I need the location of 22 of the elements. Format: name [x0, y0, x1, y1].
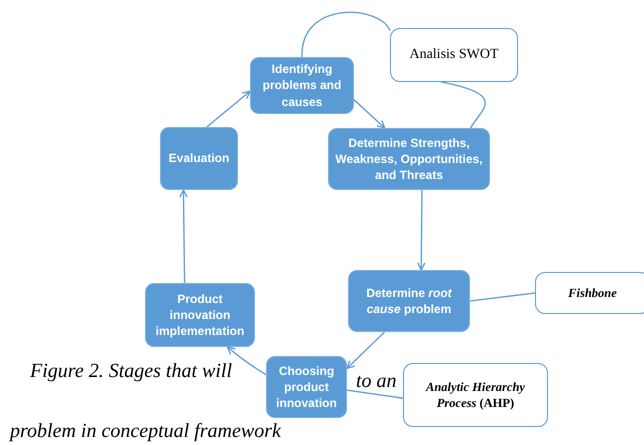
arrow — [417, 190, 426, 271]
tool-box: Analisis SWOT — [390, 28, 518, 82]
process-box: Identifying problems and causes — [250, 57, 354, 114]
figure-caption: to an — [356, 370, 397, 392]
figure-caption: problem in conceptual framework — [10, 420, 281, 442]
tool-box: Analytic Hierarchy Process (AHP) — [403, 363, 548, 427]
process-box: Determine root cause problem — [348, 270, 470, 332]
process-box: Choosing product innovation — [266, 356, 347, 418]
arrow — [206, 90, 251, 128]
connector-line — [441, 81, 486, 128]
process-box: Evaluation — [160, 127, 238, 190]
arrow — [346, 332, 386, 370]
connector-line — [301, 12, 391, 58]
connector-line — [346, 389, 404, 399]
arrow — [226, 346, 266, 376]
connector-line — [470, 292, 536, 302]
arrow — [179, 189, 188, 283]
tool-box: Fishbone — [535, 272, 644, 314]
arrow — [354, 99, 386, 129]
figure-caption: Figure 2. Stages that will — [30, 360, 232, 382]
process-box: Determine Strengths, Weakness, Opportunities, and Threats — [328, 128, 490, 190]
process-box: Product innovation implementation — [145, 283, 255, 347]
